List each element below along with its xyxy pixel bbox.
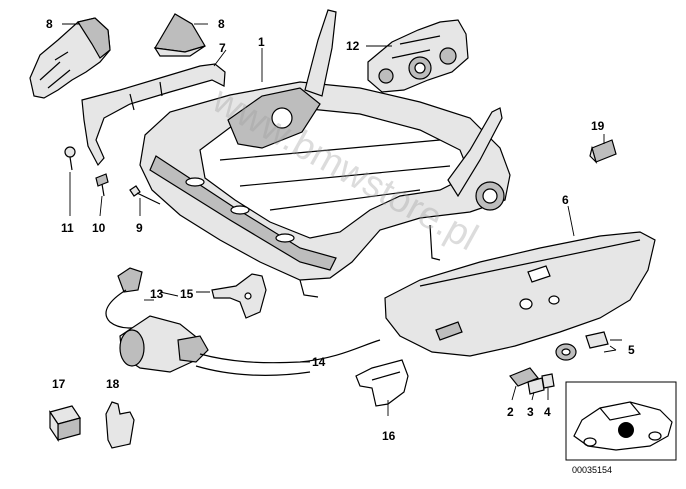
callout-12: 12 xyxy=(346,39,360,53)
callout-4: 4 xyxy=(544,405,551,419)
part-5-switch-pair xyxy=(555,331,609,361)
callout-8b: 8 xyxy=(218,17,225,31)
part-17-cap xyxy=(49,405,81,442)
callout-7: 7 xyxy=(219,41,226,55)
part-13-motor xyxy=(105,267,209,373)
callout-14: 14 xyxy=(312,355,326,369)
part-1-seat-frame xyxy=(139,9,511,298)
part-3-knob xyxy=(527,377,545,395)
callout-16: 16 xyxy=(382,429,396,443)
callout-19: 19 xyxy=(591,119,605,133)
part-8-cap xyxy=(153,13,206,57)
part-10-screw xyxy=(95,173,109,197)
reference-number: 00035154 xyxy=(572,465,612,475)
callout-11: 11 xyxy=(61,221,74,235)
callout-labels: 8 8 7 1 12 19 6 11 10 9 13 15 14 5 17 18… xyxy=(46,17,635,443)
callout-1: 1 xyxy=(258,35,265,49)
callout-10: 10 xyxy=(92,221,106,235)
part-19-button xyxy=(589,139,617,165)
callout-17: 17 xyxy=(52,377,66,391)
part-2-switch xyxy=(509,367,539,387)
callout-2: 2 xyxy=(507,405,514,419)
car-locator-thumbnail xyxy=(565,381,677,461)
car-outline-icon xyxy=(573,401,673,451)
part-11-clip xyxy=(64,146,76,171)
callout-18: 18 xyxy=(106,377,120,391)
callout-6: 6 xyxy=(562,193,569,207)
part-12-gearbox xyxy=(367,19,469,93)
part-6-side-panel xyxy=(384,231,656,357)
part-14-cable xyxy=(195,339,381,376)
callout-15: 15 xyxy=(180,287,194,301)
part-8-side-cover xyxy=(29,17,111,99)
callout-3: 3 xyxy=(527,405,534,419)
part-9-bolt xyxy=(129,185,161,205)
part-4-knob xyxy=(541,373,555,389)
callout-8a: 8 xyxy=(46,17,53,31)
leader-lines xyxy=(62,23,622,416)
location-marker-dot xyxy=(618,422,634,438)
part-7-trim-strip xyxy=(81,63,226,167)
part-18-clip xyxy=(105,401,135,449)
callout-5: 5 xyxy=(628,343,635,357)
callout-9: 9 xyxy=(136,221,143,235)
part-15-bracket xyxy=(211,273,267,319)
part-16-clip xyxy=(355,359,409,407)
callout-13: 13 xyxy=(150,287,164,301)
